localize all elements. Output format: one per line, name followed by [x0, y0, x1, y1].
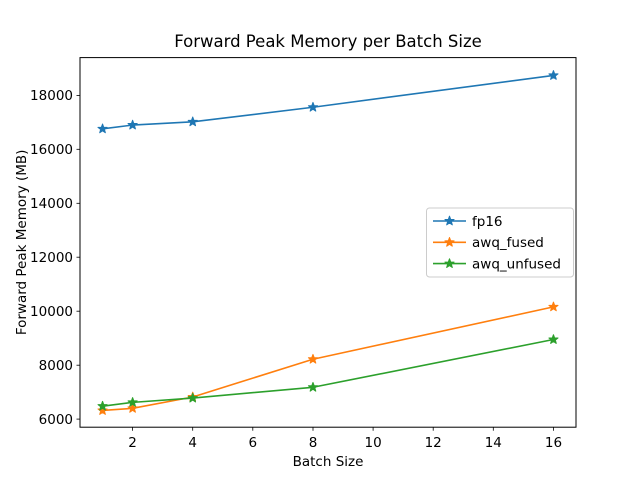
legend-label-awq_fused: awq_fused	[472, 235, 544, 251]
x-tick-label: 4	[188, 435, 197, 451]
x-tick-label: 12	[425, 435, 442, 451]
series-marker-awq_unfused	[187, 392, 198, 403]
series-marker-fp16	[307, 101, 319, 112]
series-marker-fp16	[97, 123, 108, 134]
series-marker-awq_fused	[548, 301, 559, 312]
x-axis-label: Batch Size	[293, 454, 364, 470]
x-tick-label: 10	[365, 435, 382, 451]
x-tick-label: 6	[249, 435, 258, 451]
legend-label-fp16: fp16	[472, 214, 503, 230]
series-marker-awq_unfused	[548, 334, 559, 344]
legend-marker-awq_fused	[444, 237, 455, 247]
series-marker-awq_fused	[127, 403, 138, 413]
legend: fp16 awq_fused awq_unfused	[426, 207, 574, 278]
series-marker-awq_fused	[97, 405, 108, 415]
y-tick-label: 8000	[39, 358, 73, 374]
legend-marker-awq_unfused	[444, 258, 455, 268]
y-tick-label: 10000	[30, 304, 73, 320]
y-tick-label: 12000	[30, 250, 73, 266]
series-marker-awq_unfused	[307, 381, 319, 392]
series-marker-fp16	[127, 119, 138, 130]
x-tick-label: 14	[485, 435, 502, 451]
legend-box	[426, 207, 574, 278]
legend-label-awq_unfused: awq_unfused	[472, 256, 561, 272]
axes-spines	[79, 57, 577, 428]
y-tick-label: 16000	[30, 142, 73, 158]
series-marker-fp16	[548, 70, 559, 80]
x-tick-label: 2	[128, 435, 137, 451]
x-tick-label: 16	[545, 435, 562, 451]
series-marker-awq_unfused	[127, 397, 138, 407]
y-axis-label: Forward Peak Memory (MB)	[14, 150, 30, 336]
legend-marker-fp16	[444, 215, 455, 226]
y-tick-label: 6000	[39, 412, 73, 428]
chart-title: Forward Peak Memory per Batch Size	[174, 32, 482, 51]
y-tick-label: 14000	[30, 196, 73, 212]
y-tick-label: 18000	[30, 88, 73, 104]
series-marker-fp16	[187, 116, 198, 127]
series-line-awq_fused	[102, 306, 554, 412]
x-tick-label: 8	[309, 435, 318, 451]
series-marker-awq_fused	[307, 353, 319, 364]
series-line-fp16	[102, 74, 554, 130]
series-marker-awq_unfused	[97, 400, 108, 411]
series-line-awq_unfused	[102, 338, 554, 407]
